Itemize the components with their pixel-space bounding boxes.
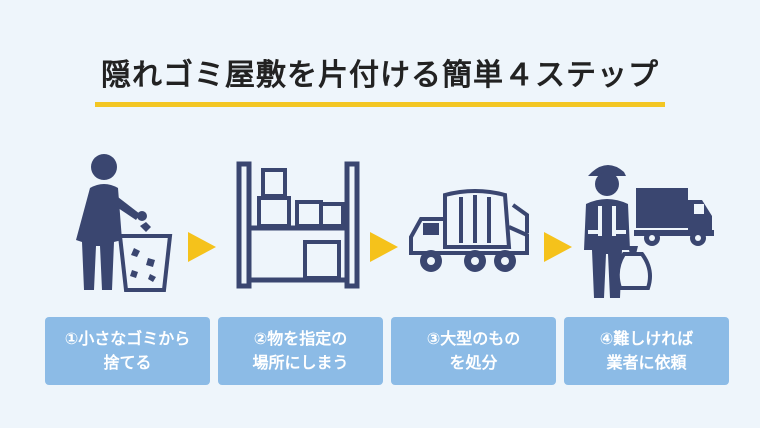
step-1-label: ①小さなゴミから 捨てる (45, 317, 210, 385)
title-wrap: 隠れゴミ屋敷を片付ける簡単４ステップ (0, 56, 760, 107)
step-2-line-1: ②物を指定の (253, 329, 348, 348)
arrow-icon (544, 232, 572, 262)
step-1-line-1: ①小さなゴミから (64, 329, 191, 348)
step-2-label: ②物を指定の 場所にしまう (218, 317, 383, 385)
arrow-icon (370, 232, 398, 262)
step-3-line-1: ③大型のもの (426, 329, 521, 348)
person-trash-icon (76, 154, 173, 292)
step-2-line-2: 場所にしまう (252, 353, 349, 372)
step-4-line-1: ④難しければ (599, 329, 694, 348)
worker-truck-icon (584, 165, 714, 298)
step-1-line-2: 捨てる (103, 353, 152, 372)
garbage-truck-icon (409, 189, 529, 272)
step-4-label: ④難しければ 業者に依頼 (564, 317, 729, 385)
step-3-label: ③大型のもの を処分 (391, 317, 556, 385)
arrow-icon (188, 232, 216, 262)
step-4-line-2: 業者に依頼 (606, 353, 687, 372)
shelf-boxes-icon (236, 161, 360, 289)
step-3-line-2: を処分 (449, 353, 498, 372)
page-title: 隠れゴミ屋敷を片付ける簡単４ステップ (95, 56, 665, 107)
